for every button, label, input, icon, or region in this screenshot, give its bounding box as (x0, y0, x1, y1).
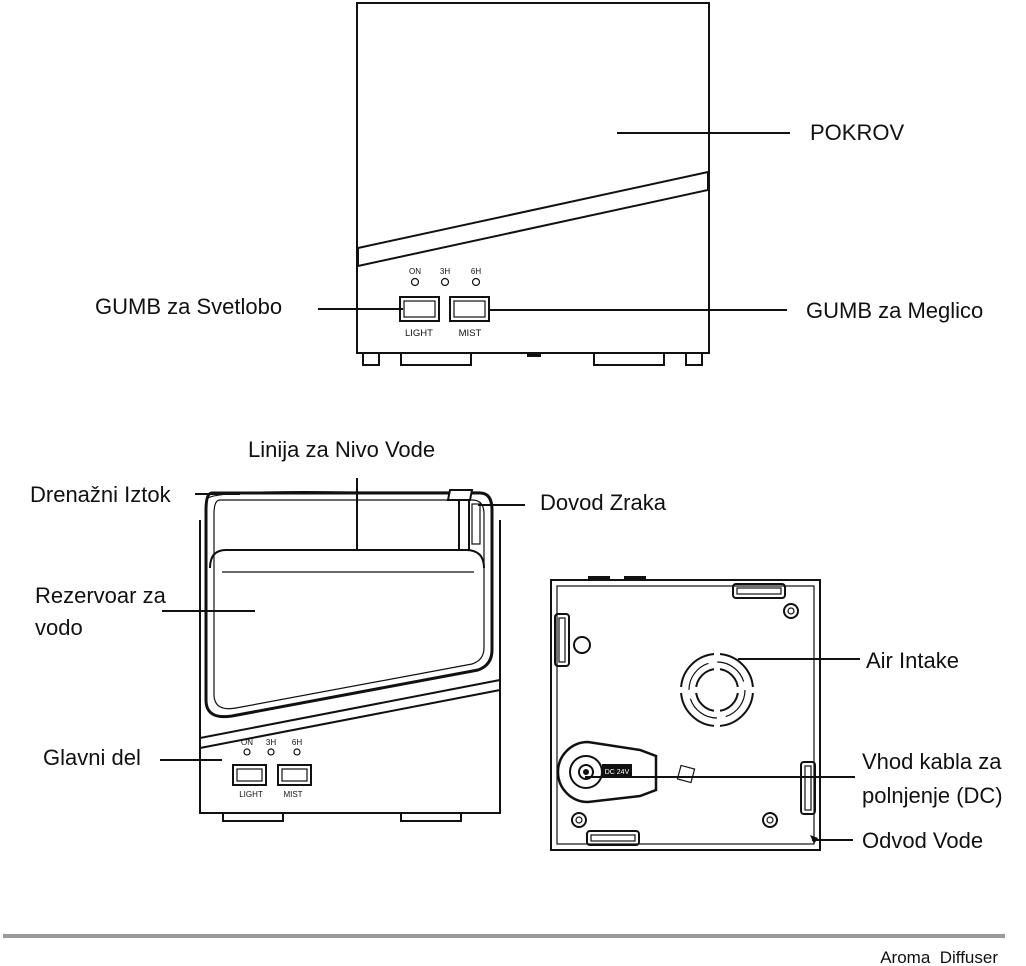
light-button-label: LIGHT (405, 328, 433, 339)
air-supply-cap (446, 489, 474, 501)
label-main-body: Glavni del (43, 745, 141, 770)
pad-bottom (586, 830, 640, 846)
mist-button-label-2: MIST (283, 790, 302, 799)
pad-bottom-inner (590, 834, 636, 842)
air-supply-tube-outer (471, 503, 481, 545)
body-diagonal (199, 678, 501, 750)
label-water-level: Linija za Nivo Vode (248, 437, 435, 462)
pad-left-inner (558, 617, 566, 663)
pad-top-inner (736, 587, 782, 595)
screw-center (575, 816, 583, 824)
dc-port-label: DC 24V (605, 769, 630, 776)
light-button-inner (403, 300, 436, 318)
pad-right-inner (804, 765, 812, 811)
light-button-2[interactable] (232, 764, 267, 786)
led-6h (471, 277, 481, 287)
top-notch (588, 576, 610, 580)
assembled-diffuser: ON 3H 6H LIGHT MIST POKROV GUMB za Svetl… (95, 2, 983, 366)
led-6h-2 (293, 748, 301, 756)
main-body-outline (199, 520, 501, 814)
led-on-label-2: ON (241, 738, 253, 747)
dc-port-housing: DC 24V (556, 740, 696, 804)
foot (362, 352, 380, 366)
light-button-2-inner (236, 768, 263, 782)
foot (222, 812, 284, 822)
open-diffuser: ON 3H 6H LIGHT MIST Linija za Nivo Vode … (30, 437, 667, 822)
led-3h-label: 3H (440, 267, 450, 276)
screw (762, 812, 778, 828)
mist-button-2-inner (281, 768, 308, 782)
water-level (209, 549, 485, 569)
foot-notch (527, 353, 541, 357)
mist-button-label: MIST (459, 328, 482, 339)
pad-left (554, 613, 570, 667)
led-on (410, 277, 420, 287)
label-reservoir-2: vodo (35, 615, 83, 640)
bottom-outline (550, 579, 821, 851)
air-intake-vent (678, 651, 756, 729)
label-dc-input-1: Vhod kabla za (862, 749, 1002, 774)
label-reservoir-1: Rezervoar za (35, 583, 167, 608)
screw-center (766, 816, 774, 824)
air-supply-tube (458, 499, 470, 551)
hole (573, 636, 591, 654)
label-air-intake: Air Intake (866, 648, 959, 673)
reservoir-rim (207, 491, 480, 499)
reservoir-inner (213, 499, 485, 710)
label-light-button: GUMB za Svetlobo (95, 294, 282, 319)
label-water-outlet: Odvod Vode (862, 828, 983, 853)
label-cover: POKROV (810, 120, 904, 145)
led-on-label: ON (409, 267, 421, 276)
led-3h-2 (267, 748, 275, 756)
foot (593, 352, 665, 366)
mist-button-2[interactable] (277, 764, 312, 786)
screw (783, 603, 799, 619)
foot (685, 352, 703, 366)
led-on-2 (243, 748, 251, 756)
light-button-label-2: LIGHT (239, 790, 263, 799)
bottom-view: DC 24V Air Intake Vhod kabla za polnjenj… (550, 576, 1003, 853)
led-6h-label-2: 6H (292, 738, 302, 747)
mist-button[interactable] (449, 296, 490, 322)
led-3h-label-2: 3H (266, 738, 276, 747)
label-air-supply: Dovod Zraka (540, 490, 667, 515)
diagonal-trim (357, 170, 709, 268)
label-drain-outlet: Drenažni Iztok (30, 482, 172, 507)
pad-top (732, 583, 786, 599)
footer-rule (3, 934, 1005, 938)
label-mist-button: GUMB za Meglico (806, 298, 983, 323)
screw-center (787, 607, 795, 615)
bottom-inner (556, 585, 815, 845)
foot (400, 352, 472, 366)
led-3h (440, 277, 450, 287)
top-notch (624, 576, 646, 580)
led-6h-label: 6H (471, 267, 481, 276)
pad-right (800, 761, 816, 815)
screw (571, 812, 587, 828)
footer-product-name: Aroma Diffuser (880, 948, 998, 966)
mist-button-inner (453, 300, 486, 318)
foot (400, 812, 462, 822)
reservoir-outer (204, 491, 494, 719)
label-dc-input-2: polnjenje (DC) (862, 783, 1003, 808)
